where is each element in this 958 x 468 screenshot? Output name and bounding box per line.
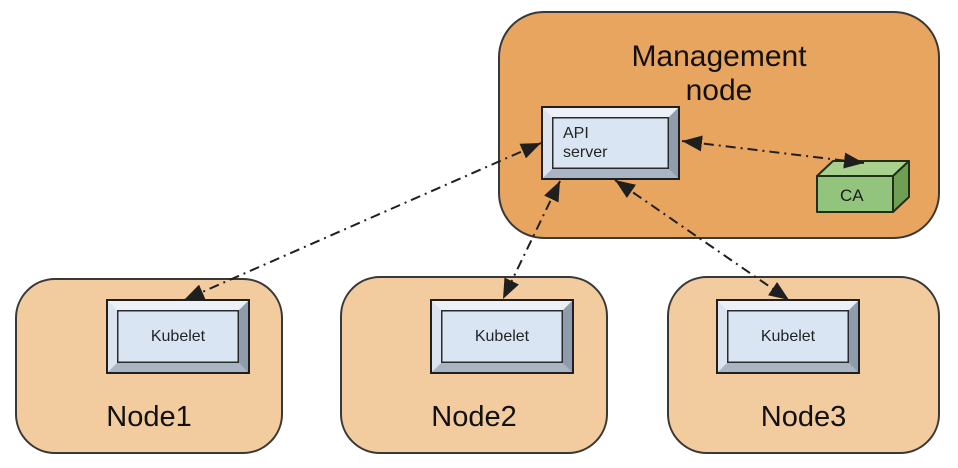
management-node-title-line1: Management <box>631 40 807 73</box>
node3-label: Node3 <box>760 401 847 433</box>
api-server-box: API server <box>543 108 678 178</box>
api-server-label: API server <box>563 124 607 162</box>
management-node-title: Management node <box>500 40 938 108</box>
management-node-title-line2: node <box>685 74 753 107</box>
node2-label: Node2 <box>431 401 517 433</box>
node1-label: Node1 <box>106 401 192 433</box>
kubelet-box-node3: Kubelet <box>718 301 858 372</box>
kubelet-label-node2: Kubelet <box>474 328 530 345</box>
kubelet-box-node1: Kubelet <box>108 301 248 372</box>
api-server-label-line2: server <box>563 144 608 161</box>
kubelet-box-node2: Kubelet <box>432 301 572 372</box>
kubelet-label-node3: Kubelet <box>760 328 816 345</box>
kubelet-label-node1: Kubelet <box>150 328 206 345</box>
api-server-label-line1: API <box>563 125 589 142</box>
